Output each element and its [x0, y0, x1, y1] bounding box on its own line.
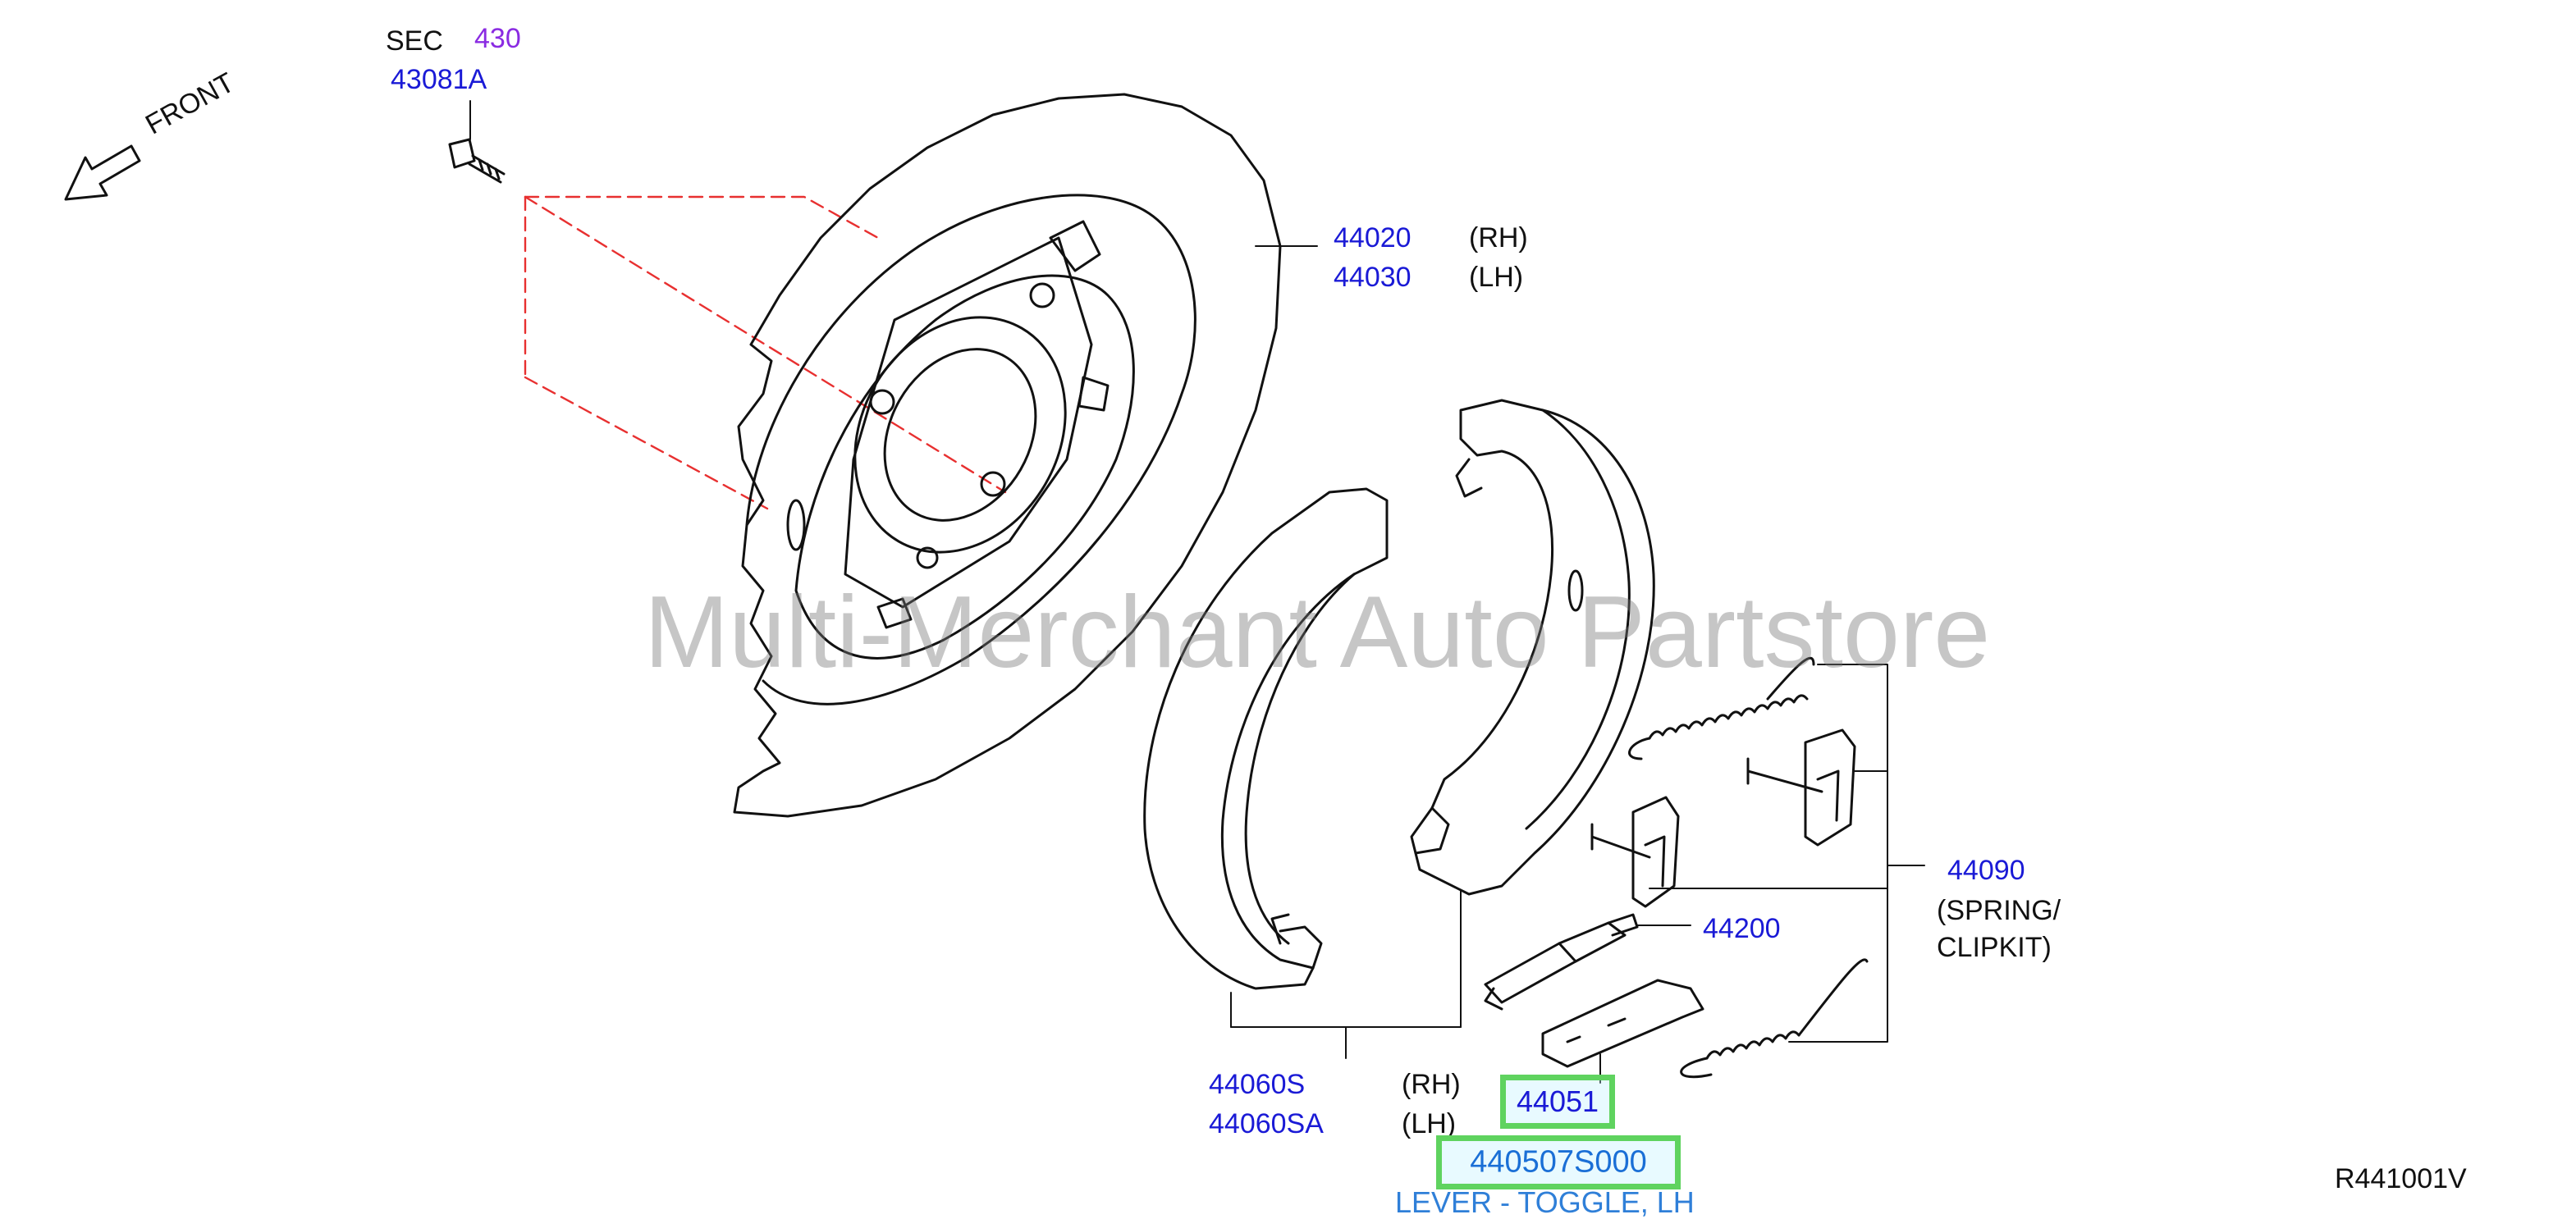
kit-desc-line2: CLIPKIT) [1937, 932, 2052, 963]
toggle-lever [1541, 979, 1704, 1084]
shoe-rh-side: (RH) [1402, 1069, 1461, 1100]
callout-bolt[interactable]: 43081A [391, 64, 487, 95]
section-link[interactable]: 430 [474, 23, 521, 54]
callout-lever-part: 440507S000 [1470, 1144, 1647, 1180]
lever-description: LEVER - TOGGLE, LH [1395, 1185, 1695, 1219]
callout-shoe-lh[interactable]: 44060SA [1209, 1108, 1324, 1139]
callout-shoe-rh[interactable]: 44060S [1209, 1069, 1306, 1100]
callout-plate-lh[interactable]: 44030 [1334, 262, 1412, 293]
backing-plate [733, 93, 1318, 818]
kit-leader-lines [1649, 664, 1925, 1043]
hold-down-clip-upper [1746, 728, 1856, 847]
callout-kit[interactable]: 44090 [1947, 855, 2025, 886]
callout-lever-part-highlight[interactable]: 440507S000 [1436, 1135, 1681, 1189]
dashed-leader-lines [524, 195, 1007, 510]
kit-desc-line1: (SPRING/ [1937, 895, 2061, 926]
callout-lever-group: 44051 [1516, 1084, 1599, 1118]
hold-down-clip-lower [1590, 796, 1680, 908]
callout-lever-group-highlight[interactable]: 44051 [1500, 1075, 1615, 1129]
plate-lh-side: (LH) [1469, 262, 1524, 293]
front-arrow-icon [64, 144, 141, 201]
callout-adjuster[interactable]: 44200 [1703, 913, 1781, 944]
brake-shoe-rear [1410, 399, 1655, 896]
adjuster-assembly [1484, 913, 1691, 1011]
shoe-lh-side: (LH) [1402, 1108, 1457, 1139]
drawing-code: R441001V [2335, 1163, 2467, 1194]
plate-rh-side: (RH) [1469, 222, 1528, 253]
return-spring-upper [1628, 656, 1815, 760]
callout-plate-rh[interactable]: 44020 [1334, 222, 1412, 253]
return-spring-lower [1680, 958, 1869, 1079]
brake-shoe-front [1143, 487, 1462, 1059]
watermark: Multi-Merchant Auto Partstore [644, 576, 1991, 689]
section-prefix: SEC [386, 25, 443, 57]
bolt-43081A [448, 100, 506, 184]
